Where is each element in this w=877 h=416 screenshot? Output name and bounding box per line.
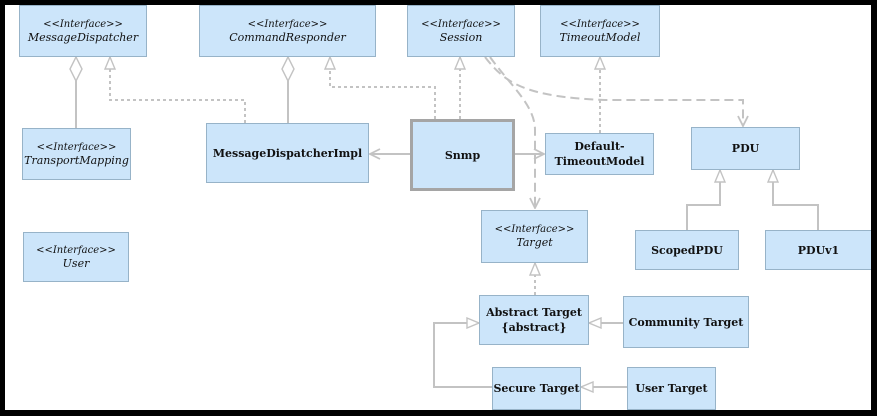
stereotype-label: <<Interface>> [421, 18, 501, 30]
class-name: MessageDispatcherImpl [212, 146, 363, 160]
node-default-timeout-model[interactable]: Default- TimeoutModel [545, 133, 654, 175]
class-name: Target [516, 236, 553, 249]
stereotype-label: <<Interface>> [560, 18, 640, 30]
node-user[interactable]: <<Interface>> User [23, 232, 129, 282]
class-name: MessageDispatcher [27, 30, 139, 44]
edge-scopedpdu-extends-pdu [686, 170, 720, 230]
stereotype-label: <<Interface>> [36, 141, 117, 153]
edge-session-depends-pdu [484, 56, 743, 126]
node-session[interactable]: <<Interface>> Session [407, 5, 515, 57]
class-name: Snmp [444, 148, 481, 162]
class-name-line1: Abstract Target [486, 306, 582, 319]
edge-session-depends-target [489, 56, 535, 208]
connector-layer [5, 5, 819, 410]
class-name: User Target [635, 382, 708, 395]
node-abstract-target[interactable]: Abstract Target {abstract} [479, 295, 589, 345]
edge-secure-extends-abstract [433, 323, 492, 388]
node-snmp[interactable]: Snmp [410, 119, 515, 191]
node-message-dispatcher[interactable]: <<Interface>> MessageDispatcher [19, 5, 147, 57]
node-user-target[interactable]: User Target [627, 367, 716, 410]
node-message-dispatcher-impl[interactable]: MessageDispatcherImpl [206, 123, 369, 183]
class-name-line2: {abstract} [501, 321, 567, 334]
node-target[interactable]: <<Interface>> Target [481, 210, 588, 263]
node-community-target[interactable]: Community Target [623, 296, 749, 348]
class-name-line1: Default- [574, 140, 625, 153]
class-name: PDU [731, 142, 760, 155]
node-pdu[interactable]: PDU [691, 127, 800, 170]
class-name: PDUv1 [797, 243, 840, 257]
edge-pduv1-extends-pdu [773, 170, 819, 230]
edge-snmp-realizes-responder [330, 57, 436, 119]
class-name: TimeoutModel [559, 30, 641, 44]
node-secure-target[interactable]: Secure Target [492, 367, 581, 410]
stereotype-label: <<Interface>> [247, 18, 328, 30]
stereotype-label: <<Interface>> [43, 18, 123, 30]
class-name: Community Target [628, 315, 744, 329]
class-name: Session [439, 30, 483, 44]
class-name: TransportMapping [24, 153, 129, 167]
edge-impl-realizes-dispatcher [110, 57, 246, 123]
node-scoped-pdu[interactable]: ScopedPDU [635, 230, 739, 270]
stereotype-label: <<Interface>> [494, 224, 575, 235]
class-name-line2: TimeoutModel [554, 155, 645, 168]
class-name: Secure Target [493, 382, 580, 395]
node-transport-mapping[interactable]: <<Interface>> TransportMapping [22, 128, 131, 180]
node-command-responder[interactable]: <<Interface>> CommandResponder [199, 5, 376, 57]
stereotype-label: <<Interface>> [36, 244, 116, 256]
diagram-canvas: <<Interface>> MessageDispatcher <<Interf… [5, 5, 871, 410]
node-pduv1[interactable]: PDUv1 [765, 230, 871, 270]
node-timeout-model[interactable]: <<Interface>> TimeoutModel [540, 5, 660, 57]
class-name: ScopedPDU [651, 243, 723, 257]
class-name: User [62, 256, 90, 270]
class-name: CommandResponder [229, 30, 346, 44]
